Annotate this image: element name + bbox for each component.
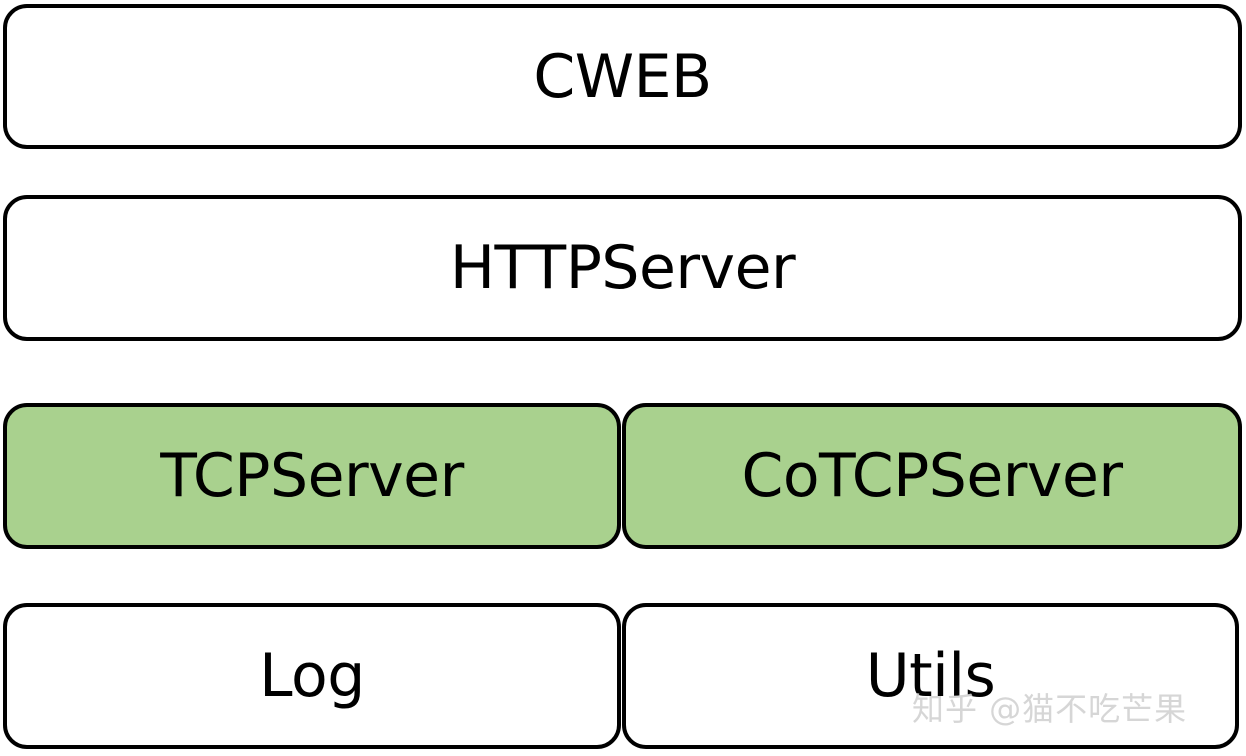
utils-block: Utils [622,603,1239,749]
log-label: Log [259,641,365,711]
tcpserver-label: TCPServer [160,441,464,511]
log-block: Log [3,603,621,749]
httpserver-label: HTTPServer [449,233,796,303]
cweb-label: CWEB [533,41,712,112]
cweb-layer: CWEB [3,4,1242,149]
watermark: 知乎 @猫不吃芒果 [912,690,1188,728]
utils-label: Utils [865,641,996,711]
cotcpserver-label: CoTCPServer [741,441,1123,511]
cotcpserver-block: CoTCPServer [622,403,1242,549]
httpserver-layer: HTTPServer [3,195,1242,341]
tcpserver-block: TCPServer [3,403,621,549]
